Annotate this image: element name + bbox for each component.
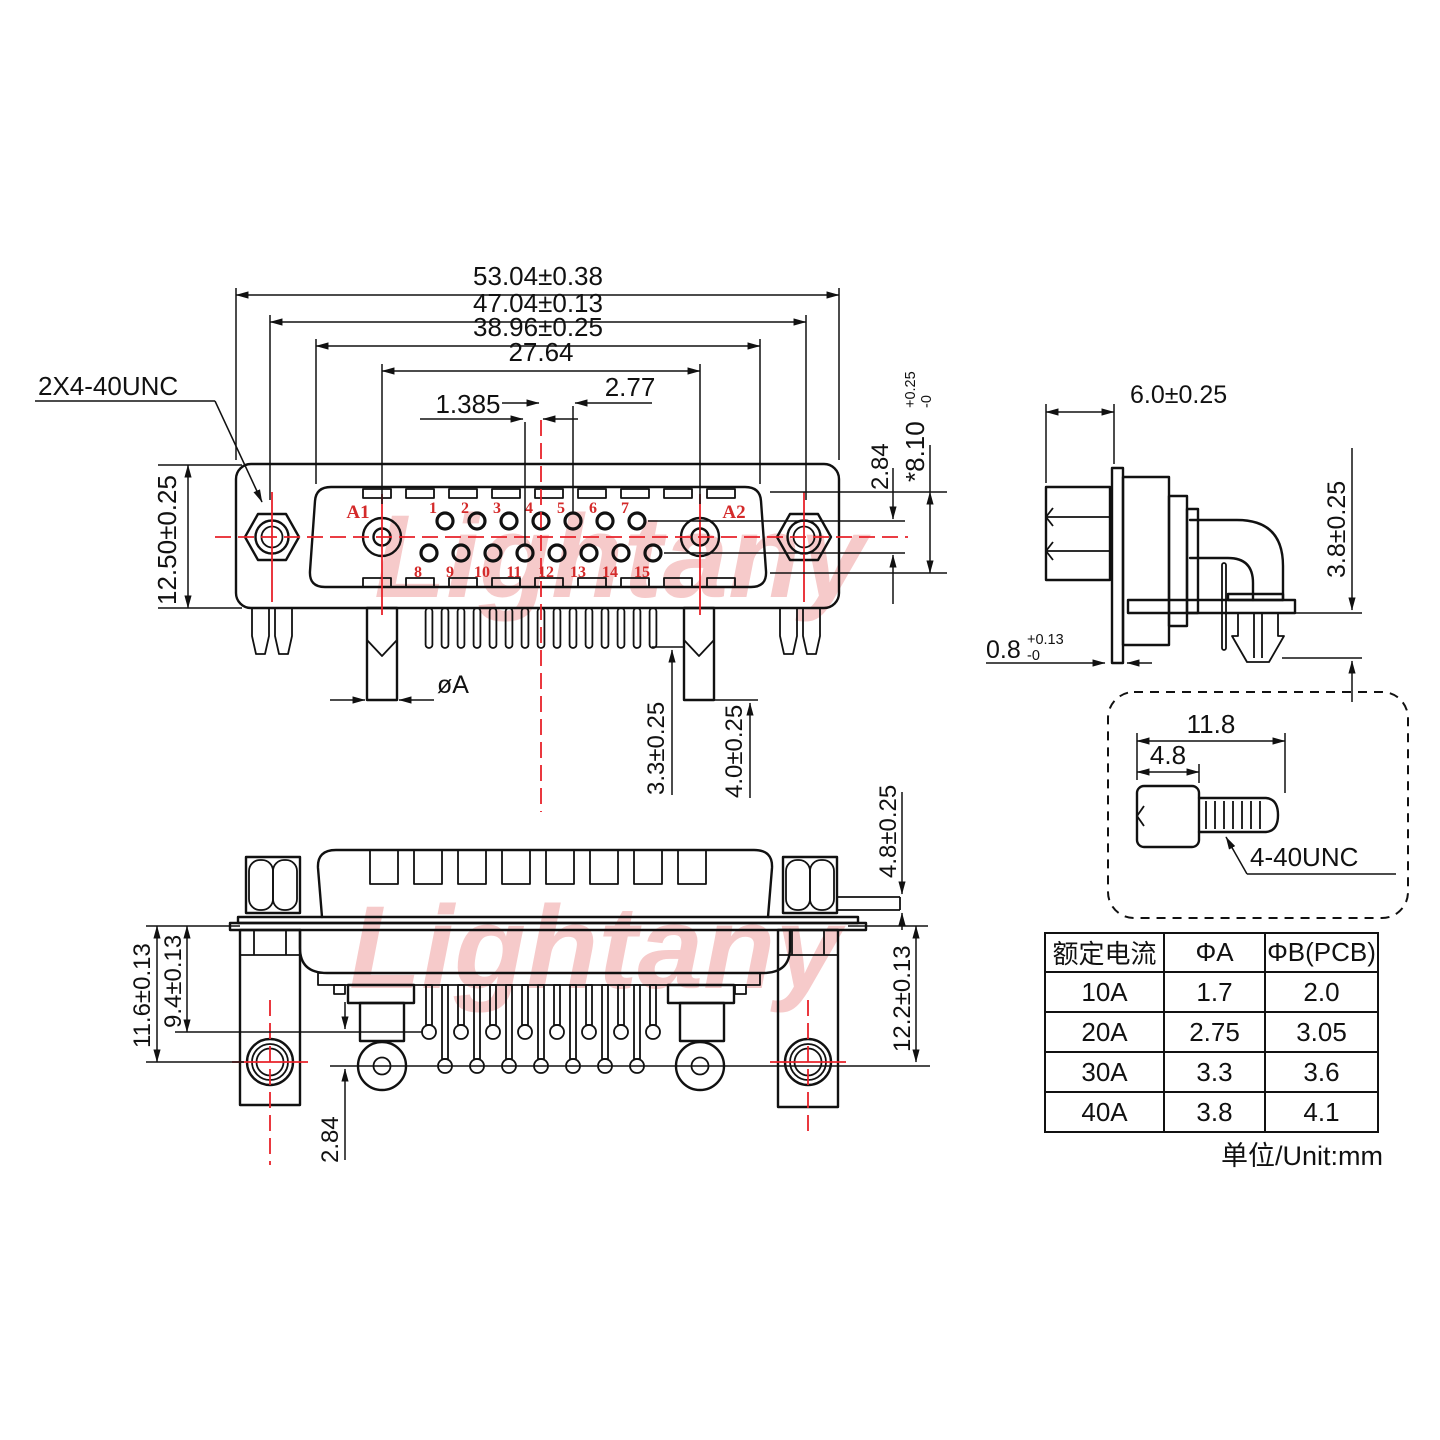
cell-dia-b-30a: 3.6 (1264, 1051, 1379, 1093)
dim-0-8: 0.8 (986, 636, 1021, 664)
dim-11-8: 11.8 (1187, 709, 1236, 739)
screw-outline (1135, 784, 1280, 849)
dim-pin-dia: øA (437, 671, 469, 699)
cell-current-30a: 30A (1044, 1051, 1165, 1093)
cell-dia-a-20a: 2.75 (1163, 1011, 1266, 1053)
dim-2-84-bottom: 2.84 (317, 1116, 344, 1163)
cell-dia-b-40a: 4.1 (1264, 1091, 1379, 1133)
unit-note: 单位/Unit:mm (1221, 1141, 1383, 1171)
dim-1-385: 1.385 (435, 389, 500, 419)
pin-label: 12 (538, 564, 554, 581)
pin-label: 1 (429, 500, 437, 517)
header-rated-current: 额定电流 (1044, 932, 1165, 973)
label-a1: A1 (346, 502, 369, 523)
dim-3-3: 3.3±0.25 (643, 702, 670, 795)
pin-label: 5 (557, 500, 565, 517)
bottom-view-centerlines (232, 1000, 846, 1165)
bottom-jackscrew-right (781, 855, 839, 915)
dim-8-10-tol-up: +0.25 (903, 371, 919, 408)
pin-label: 11 (506, 564, 521, 581)
board-lock-clips (251, 608, 821, 655)
dim-6-0: 6.0±0.25 (1130, 381, 1227, 409)
dim-27-64: 27.64 (508, 337, 573, 367)
bottom-view-dimensions: 11.6±0.13 9.4±0.13 12.2±0.13 4.8±0.25 2.… (129, 785, 930, 1163)
pin-label: 2 (461, 500, 469, 517)
header-dia-a: ΦA (1163, 932, 1266, 973)
watermark-text-bottom: Lightany (349, 882, 846, 1014)
dim-3-8: 3.8±0.25 (1323, 481, 1351, 578)
pin-label: 9 (446, 564, 454, 581)
front-view-centerlines (215, 420, 908, 812)
pin-label: 3 (493, 500, 501, 517)
cell-dia-b-20a: 3.05 (1264, 1011, 1379, 1053)
front-view-pin-labels: A1 A2 1 2 3 4 5 6 7 8 9 10 11 12 13 14 1… (346, 500, 745, 581)
signal-pins (424, 607, 658, 649)
cell-dia-a-10a: 1.7 (1163, 971, 1266, 1013)
dim-8-10: *8.10 (900, 421, 930, 482)
cell-dia-b-10a: 2.0 (1264, 971, 1379, 1013)
dim-4-8-bottom: 4.8±0.25 (875, 785, 902, 878)
dim-9-4: 9.4±0.13 (160, 935, 187, 1028)
pin-label: 7 (621, 500, 629, 517)
spec-table: 额定电流 ΦA ΦB(PCB) 10A 1.7 2.0 20A 2.75 3.0… (1044, 932, 1379, 1133)
cell-dia-a-40a: 3.8 (1163, 1091, 1266, 1133)
bottom-jackscrew-left (244, 855, 302, 915)
screw-thread-label: 4-40UNC (1250, 842, 1358, 872)
label-a2: A2 (722, 502, 745, 523)
face-slots (362, 488, 736, 588)
table-row: 40A 3.8 4.1 (1044, 1091, 1379, 1133)
side-view: 6.0±0.25 3.8±0.25 0.8 +0.13 -0 (986, 381, 1362, 702)
front-view-dimensions: 2X4-40UNC 53.04±0.38 47.04±0.13 38.96±0.… (35, 261, 947, 798)
table-row: 20A 2.75 3.05 (1044, 1011, 1379, 1053)
bottom-view: 11.6±0.13 9.4±0.13 12.2±0.13 4.8±0.25 2.… (129, 785, 930, 1165)
pin-label: 13 (570, 564, 586, 581)
screw-detail: 11.8 4.8 4-40UNC (1107, 691, 1409, 919)
dim-2-84-front: 2.84 (867, 443, 894, 490)
board-lock-holes (245, 1037, 833, 1087)
pin-label: 8 (414, 564, 422, 581)
dim-12-50: 12.50±0.25 (152, 475, 182, 605)
dim-4-0: 4.0±0.25 (721, 705, 748, 798)
screw-dimensions: 11.8 4.8 4-40UNC (1136, 709, 1396, 875)
dim-12-2: 12.2±0.13 (889, 945, 916, 1052)
cell-current-20a: 20A (1044, 1011, 1165, 1053)
pin-label: 15 (634, 564, 650, 581)
pin-label: 6 (589, 500, 597, 517)
dim-53-04: 53.04±0.38 (473, 261, 603, 291)
dim-0-8-tol-up: +0.13 (1027, 632, 1064, 648)
table-row: 10A 1.7 2.0 (1044, 971, 1379, 1013)
dim-38-96: 38.96±0.25 (473, 312, 603, 342)
cell-current-40a: 40A (1044, 1091, 1165, 1133)
header-dia-b-pcb: ΦB(PCB) (1264, 932, 1379, 973)
front-thread-label: 2X4-40UNC (38, 371, 178, 401)
pin-label: 4 (525, 500, 533, 517)
shroud-slots (369, 850, 707, 885)
dim-0-8-tol-dn: -0 (1027, 648, 1040, 664)
dim-8-10-tol-dn: -0 (919, 395, 935, 408)
dim-47-04: 47.04±0.13 (473, 288, 603, 318)
side-view-dimensions: 6.0±0.25 3.8±0.25 0.8 +0.13 -0 (986, 381, 1362, 702)
dim-11-6: 11.6±0.13 (129, 943, 156, 1048)
dim-2-77: 2.77 (605, 372, 656, 402)
cell-current-10a: 10A (1044, 971, 1165, 1013)
table-row: 30A 3.3 3.6 (1044, 1051, 1379, 1093)
spec-table-header-row: 额定电流 ΦA ΦB(PCB) (1044, 932, 1379, 973)
side-view-outline (1044, 466, 1297, 665)
pin-label: 10 (474, 564, 490, 581)
pin-label: 14 (602, 564, 618, 581)
front-view: A1 A2 1 2 3 4 5 6 7 8 9 10 11 12 13 14 1… (35, 261, 947, 812)
cell-dia-a-30a: 3.3 (1163, 1051, 1266, 1093)
dim-4-8-screw: 4.8 (1150, 740, 1186, 770)
